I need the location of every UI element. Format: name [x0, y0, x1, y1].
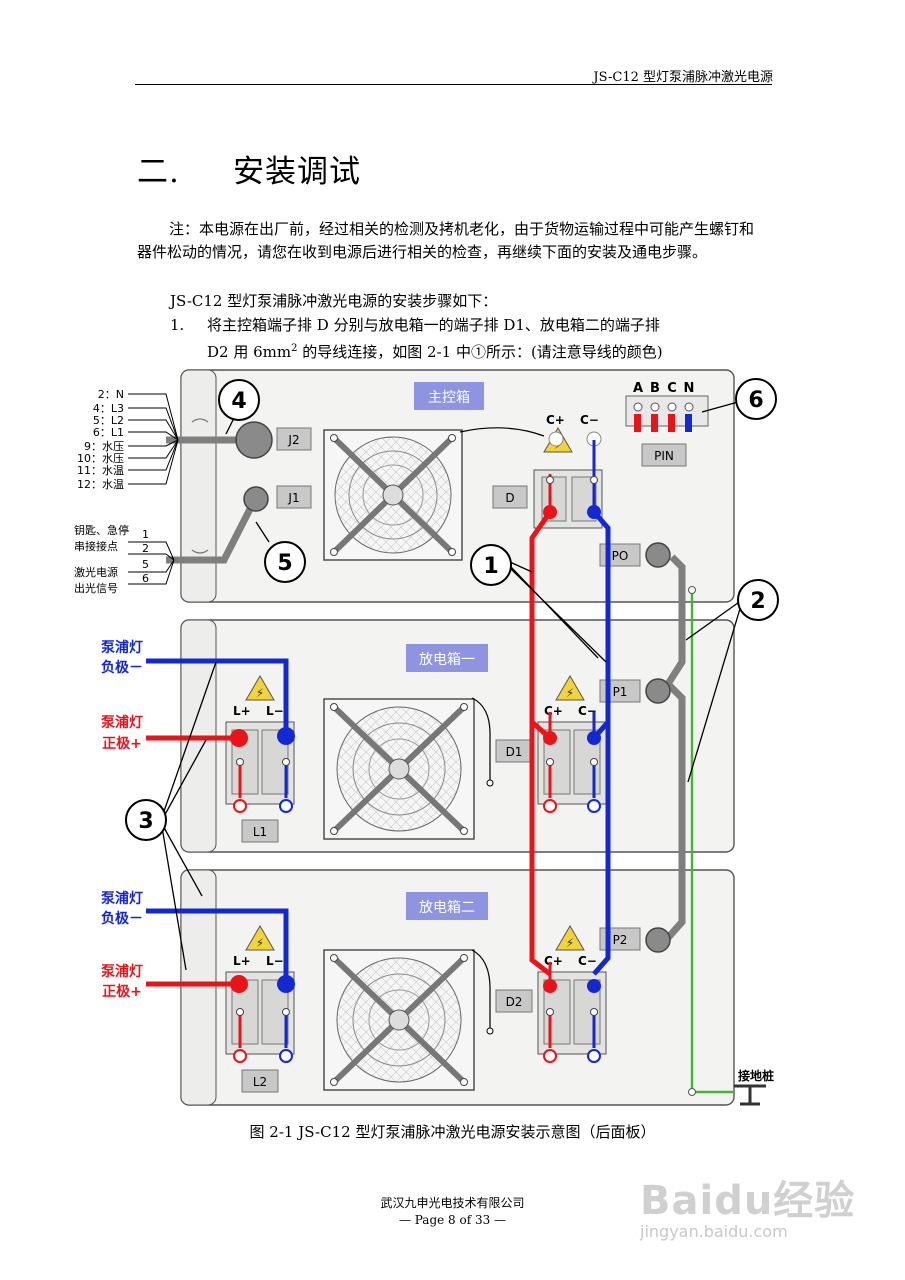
pin-header-n: N	[684, 381, 695, 396]
pin-header-a: A	[633, 381, 643, 396]
discharge1-label: 放电箱一	[419, 652, 475, 668]
main-box-label: 主控箱	[428, 390, 470, 406]
j1-pin-1: 1	[142, 528, 149, 541]
tag-J1: J1	[287, 491, 299, 505]
pin-header: A B C N	[625, 381, 709, 432]
header-title: JS-C12 型灯泵浦脉冲激光电源	[593, 70, 773, 85]
svg-text:⚡: ⚡	[566, 936, 574, 950]
j2-legend-2: 4：L3	[93, 402, 124, 415]
terminal-block-D: ⚡	[533, 427, 603, 529]
callout-1: 1	[483, 554, 498, 579]
lamp-pos-2-line1: 泵浦灯	[101, 963, 143, 980]
step1-text: 将主控箱端子排 D 分别与放电箱一的端子排 D1、放电箱二的端子排	[207, 316, 660, 334]
lamp-pos-1-line2: 正极+	[102, 735, 142, 752]
ground-label: 接地桩	[738, 1068, 774, 1083]
j2-legend-8: 12：水温	[77, 478, 124, 491]
j1-legend-line1: 钥匙、急停	[74, 523, 129, 537]
wire-cminus	[587, 440, 611, 1063]
lamp-pos-2-line2: 正极+	[102, 983, 142, 1000]
pin-lplus-1: L+	[233, 704, 251, 718]
svg-text:⚡: ⚡	[566, 686, 574, 700]
pin-cminus-d1: C−	[578, 704, 597, 718]
header-rule	[135, 84, 772, 85]
tag-D2: D2	[506, 995, 523, 1009]
step1-text-a: D2 用 6mm	[207, 343, 292, 361]
lamp-neg-2-line1: 泵浦灯	[101, 890, 143, 907]
pin-cplus-d2: C+	[544, 954, 563, 968]
intro-paragraph: JS-C12 型灯泵浦脉冲激光电源的安装步骤如下：	[170, 292, 498, 310]
pin-lplus-2: L+	[233, 954, 251, 968]
wire-cplus	[529, 474, 557, 1063]
j2-legend-6: 10：水压	[77, 452, 124, 465]
watermark-logo: Baidu经验	[640, 1178, 856, 1224]
pin-cplus-d1: C+	[544, 704, 563, 718]
watermark-url: jingyan.baidu.com	[640, 1222, 788, 1241]
pin-header-c: C	[667, 381, 677, 396]
signal-cable-po-p1-p2	[645, 542, 686, 953]
j1-pin-5: 5	[142, 558, 149, 571]
cable-j1	[166, 486, 269, 564]
j2-legend-1: 2：N	[98, 388, 124, 401]
lamp-wires-box2	[146, 908, 295, 1063]
callout-2: 2	[750, 589, 765, 614]
lamp-pos-1-line1: 泵浦灯	[101, 714, 143, 731]
pin-header-b: B	[650, 381, 660, 396]
figure-caption: 图 2-1 JS-C12 型灯泵浦脉冲激光电源安装示意图（后面板）	[249, 1123, 656, 1141]
svg-text:⚡: ⚡	[256, 936, 264, 950]
pin-cplus-main: C+	[546, 413, 565, 427]
tag-J2: J2	[287, 433, 299, 447]
callout-5: 5	[277, 551, 292, 576]
tag-L2: L2	[253, 1075, 267, 1089]
ground-wire: 接地桩	[688, 586, 774, 1106]
section-number: 二.	[137, 154, 180, 190]
step1-text-b: 的导线连接，如图 2-1 中①所示：(请注意导线的颜色)	[297, 343, 663, 361]
step1-index: 1.	[170, 316, 185, 334]
j1-legend-line4: 出光信号	[74, 581, 118, 595]
section-title: 二. 安装调试	[137, 146, 361, 191]
fan-discharge-1	[323, 698, 475, 840]
j1-legend-line3: 激光电源	[74, 565, 118, 579]
footer-page-number: — Page 8 of 33 —	[398, 1213, 507, 1227]
tag-L1: L1	[253, 825, 267, 839]
tag-PO: PO	[612, 549, 629, 563]
step1-line2: D2 用 6mm2 的导线连接，如图 2-1 中①所示：(请注意导线的颜色)	[207, 337, 767, 364]
cable-j2	[166, 421, 273, 459]
lamp-neg-1-line1: 泵浦灯	[101, 639, 143, 656]
j2-legend-3: 5：L2	[93, 414, 124, 427]
note-paragraph: 注：本电源在出厂前，经过相关的检测及拷机老化，由于货物运输过程中可能产生螺钉和器…	[137, 220, 755, 261]
superscript: 2	[291, 343, 298, 354]
j1-legend-line2: 串接接点	[74, 540, 118, 553]
callout-3: 3	[138, 809, 153, 834]
j1-pin-6: 6	[142, 572, 149, 585]
tag-D1: D1	[506, 745, 523, 759]
lamp-neg-1-line2: 负极－	[101, 659, 143, 676]
pin-lminus-1: L−	[266, 704, 284, 718]
tag-PIN: PIN	[654, 449, 674, 463]
lamp-neg-2-line2: 负极－	[101, 910, 143, 927]
pin-cminus-main: C−	[580, 413, 599, 427]
discharge2-label: 放电箱二	[419, 900, 475, 916]
j1-pin-2: 2	[142, 542, 149, 555]
step1-line1: 1. 将主控箱端子排 D 分别与放电箱一的端子排 D1、放电箱二的端子排	[170, 314, 770, 337]
pin-cminus-d2: C−	[578, 954, 597, 968]
callout-4: 4	[231, 389, 246, 414]
callout-6: 6	[748, 388, 763, 413]
j2-legend-5: 9：水压	[84, 440, 124, 453]
section-heading: 安装调试	[233, 154, 361, 190]
footer-company: 武汉九申光电技术有限公司	[380, 1196, 525, 1210]
tag-P2: P2	[613, 933, 628, 947]
j2-legend-7: 11：水温	[77, 464, 124, 477]
wiring-diagram: 主控箱 放电箱一 放电箱二	[66, 362, 786, 1116]
pin-lminus-2: L−	[266, 954, 284, 968]
fan-discharge-2	[323, 949, 475, 1091]
tag-D: D	[505, 491, 514, 505]
fan-main	[323, 429, 463, 561]
j2-legend-4: 6：L1	[93, 426, 124, 439]
tag-P1: P1	[613, 685, 628, 699]
svg-text:⚡: ⚡	[256, 686, 264, 700]
